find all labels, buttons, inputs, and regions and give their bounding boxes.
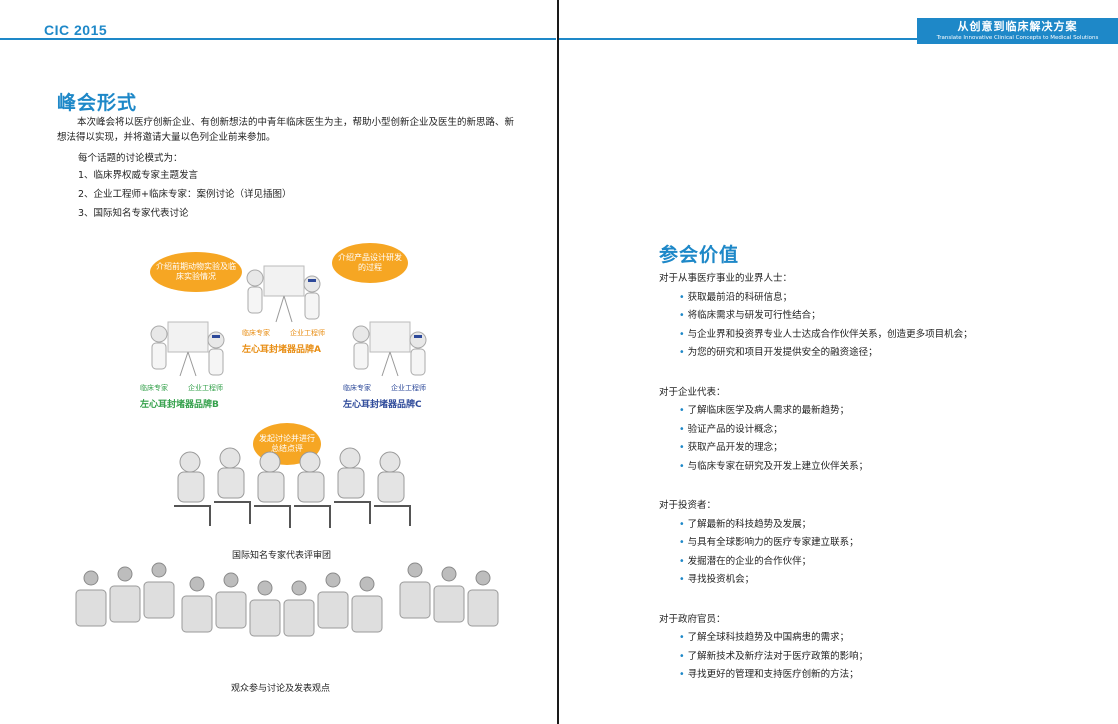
bullet-item: 了解新技术及新疗法对于医疗政策的影响； xyxy=(679,648,1079,667)
value-groups: 对于从事医疗事业的业界人士： 获取最前沿的科研信息； 将临床需求与研发可行性结合… xyxy=(659,270,1079,685)
bullet-item: 寻找更好的管理和支持医疗创新的方法； xyxy=(679,666,1079,685)
group-b-role-clinical: 临床专家 xyxy=(140,384,168,392)
group-head: 对于企业代表： xyxy=(659,386,726,398)
bullet-item: 了解临床医学及病人需求的最新趋势； xyxy=(679,402,1079,421)
intro-paragraph: 本次峰会将以医疗创新企业、有创新想法的中青年临床医生为主，帮助小型创新企业及医生… xyxy=(57,117,515,143)
bullet-item: 了解全球科技趋势及中国病患的需求； xyxy=(679,629,1079,648)
mode-item-2: 2、企业工程师+临床专家：案例讨论（详见插图） xyxy=(78,189,292,200)
audience-icon xyxy=(75,562,499,637)
bullet-item: 为您的研究和项目开发提供安全的融资途径； xyxy=(679,344,1079,363)
page-fold-divider xyxy=(557,0,559,724)
bubble-design-text: 介绍产品设计研发的过程 xyxy=(338,253,402,272)
group-a-label: 左心耳封堵器品牌A xyxy=(242,345,321,355)
bullet-item: 获取最前沿的科研信息； xyxy=(679,289,1079,308)
group-a-role-clinical: 临床专家 xyxy=(242,329,270,337)
bullet-item: 了解最新的科技趋势及发展； xyxy=(679,516,1079,535)
caption-audience: 观众参与讨论及发表观点 xyxy=(231,684,331,694)
header-rule-left xyxy=(0,38,556,40)
tagline-banner: 从创意到临床解决方案 Translate Innovative Clinical… xyxy=(917,18,1118,44)
bullet-item: 验证产品的设计概念； xyxy=(679,421,1079,440)
left-page-title: 峰会形式 xyxy=(57,92,138,114)
group-b-role-engineer: 企业工程师 xyxy=(188,384,223,392)
bullet-item: 与企业界和投资界专业人士达成合作伙伴关系，创造更多项目机会； xyxy=(679,326,1079,345)
expert-panel-icon xyxy=(174,447,411,528)
right-page-title: 参会价值 xyxy=(659,244,740,266)
header-rule-right xyxy=(559,38,1118,40)
value-group-professionals: 对于从事医疗事业的业界人士： 获取最前沿的科研信息； 将临床需求与研发可行性结合… xyxy=(659,270,1079,363)
group-head: 对于政府官员： xyxy=(659,613,726,625)
bullet-item: 与临床专家在研究及开发上建立伙伴关系； xyxy=(679,458,1079,477)
group-c-label: 左心耳封堵器品牌C xyxy=(343,400,422,410)
bullet-item: 将临床需求与研发可行性结合； xyxy=(679,307,1079,326)
bullet-item: 获取产品开发的理念； xyxy=(679,439,1079,458)
bullet-item: 发掘潜在的企业的合作伙伴； xyxy=(679,553,1079,572)
tagline-en: Translate Innovative Clinical Concepts t… xyxy=(936,35,1099,41)
speech-bubble-clinical: 介绍前期动物实验及临床实验情况 xyxy=(150,252,242,292)
mode-item-1: 1、临床界权威专家主题发言 xyxy=(78,170,199,181)
group-b-label: 左心耳封堵器品牌B xyxy=(140,400,219,410)
group-b-figures-icon xyxy=(150,321,225,377)
caption-expert-panel: 国际知名专家代表评审团 xyxy=(232,551,332,561)
bubble-review-text: 发起讨论并进行总结点评 xyxy=(259,434,315,453)
group-head: 对于从事医疗事业的业界人士： xyxy=(659,273,793,284)
group-c-role-clinical: 临床专家 xyxy=(343,384,371,392)
group-c-figures-icon xyxy=(352,321,427,377)
value-group-officials: 对于政府官员： 了解全球科技趋势及中国病患的需求； 了解新技术及新疗法对于医疗政… xyxy=(659,611,1079,685)
bubble-clinical-text: 介绍前期动物实验及临床实验情况 xyxy=(156,262,236,281)
brand-logo: CIC 2015 xyxy=(44,22,108,38)
bullet-item: 寻找投资机会； xyxy=(679,571,1079,590)
group-c-role-engineer: 企业工程师 xyxy=(391,384,426,392)
value-group-companies: 对于企业代表： 了解临床医学及病人需求的最新趋势； 验证产品的设计概念； 获取产… xyxy=(659,384,1079,477)
bullet-item: 与具有全球影响力的医疗专家建立联系； xyxy=(679,534,1079,553)
mode-item-3: 3、国际知名专家代表讨论 xyxy=(78,208,189,219)
group-head: 对于投资者： xyxy=(659,500,717,511)
speech-bubble-design: 介绍产品设计研发的过程 xyxy=(332,243,408,283)
group-a-figures-icon xyxy=(246,265,321,323)
value-group-investors: 对于投资者： 了解最新的科技趋势及发展； 与具有全球影响力的医疗专家建立联系； … xyxy=(659,497,1079,590)
mode-label: 每个话题的讨论模式为： xyxy=(78,153,183,164)
group-a-role-engineer: 企业工程师 xyxy=(290,329,325,337)
tagline-zh: 从创意到临床解决方案 xyxy=(957,20,1078,33)
